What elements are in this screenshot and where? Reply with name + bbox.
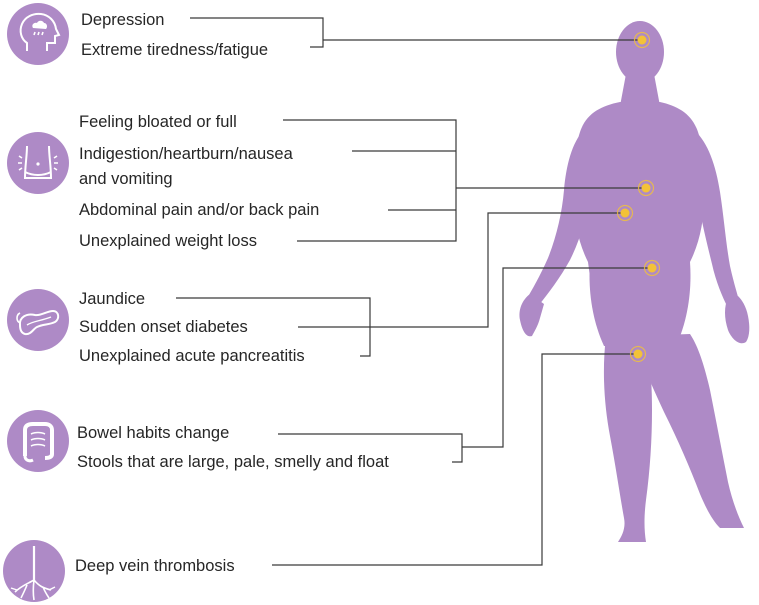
symptom-bowel-habits: Bowel habits change — [77, 424, 230, 442]
symptom-dvt: Deep vein thrombosis — [75, 557, 235, 575]
connector-lines — [176, 17, 652, 566]
vein-icon — [3, 540, 65, 602]
body-silhouette — [519, 21, 750, 542]
symptom-fatigue: Extreme tiredness/fatigue — [81, 41, 269, 59]
pancreas-icon — [7, 289, 69, 351]
symptom-pancreatitis: Unexplained acute pancreatitis — [79, 347, 305, 365]
symptom-abdominal-pain: Abdominal pain and/or back pain — [79, 201, 320, 219]
abdomen-icon — [7, 132, 69, 194]
intestine-icon — [7, 410, 69, 472]
symptom-depression: Depression — [81, 11, 165, 29]
symptom-points — [616, 31, 661, 363]
head-cloud-icon — [7, 3, 69, 65]
symptom-weight-loss: Unexplained weight loss — [79, 232, 257, 250]
symptom-diabetes: Sudden onset diabetes — [79, 318, 248, 336]
symptom-bloated: Feeling bloated or full — [79, 113, 237, 131]
symptom-indigestion-cont: and vomiting — [79, 170, 173, 188]
symptom-indigestion: Indigestion/heartburn/nausea — [79, 145, 293, 163]
symptom-jaundice: Jaundice — [79, 290, 146, 308]
symptom-stools: Stools that are large, pale, smelly and … — [77, 453, 389, 471]
